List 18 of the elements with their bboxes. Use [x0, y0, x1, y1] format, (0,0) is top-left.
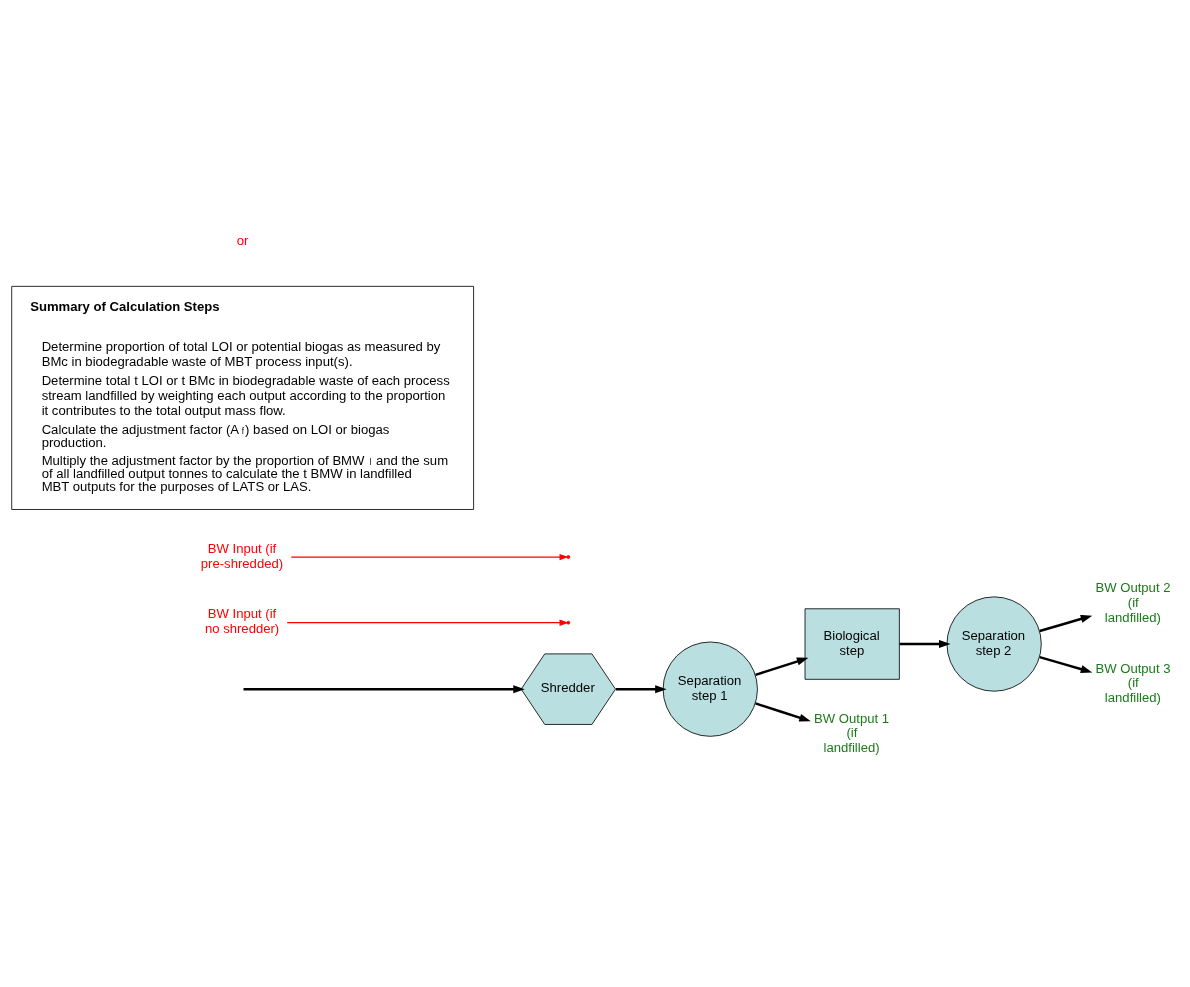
arrow: [615, 685, 667, 694]
node-text: BW Input (if no shredder): [204, 606, 280, 637]
arrow: [286, 619, 569, 626]
arrow: [755, 702, 811, 722]
node-text: BW Input (if pre-shredded): [200, 540, 284, 571]
label: or: [236, 233, 249, 249]
arrow: [755, 657, 809, 677]
arrow: [1039, 615, 1093, 633]
node-box: Biological step: [804, 608, 900, 680]
node-circle: Separation step 2: [946, 596, 1042, 692]
arrow: [243, 685, 525, 694]
node-text: BW Output 3 (if landfilled): [1095, 660, 1171, 706]
node-circle: Separation step 1: [662, 641, 758, 737]
node-text: BW Output 2 (if landfilled): [1095, 580, 1171, 625]
arrow: [1039, 655, 1093, 674]
node-text: BW Output 1 (if landfilled): [814, 710, 890, 756]
arrow: [290, 553, 569, 561]
arrow: [899, 640, 951, 649]
